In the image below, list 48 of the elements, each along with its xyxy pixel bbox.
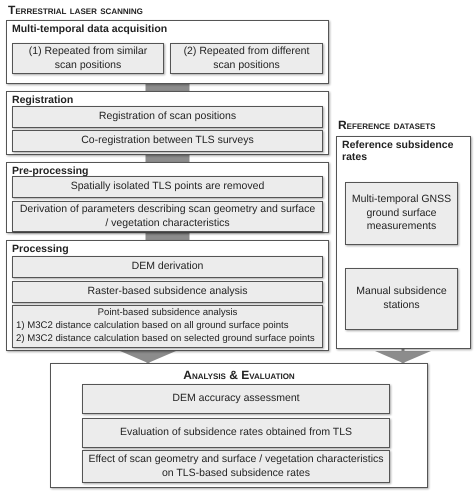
box-text: Effect of scan geometry and surface / vegetation characteristics on TLS-based subsidence rates [87,452,385,480]
box-text: Co-registration between TLS surveys [80,134,255,148]
section-heading: Pre-processing [12,165,88,178]
process-box [12,281,323,303]
list-item: 2) M3C2 distance calculation based on selected ground surface points [15,332,316,346]
box-text: (2) Repeated from different scan positions [182,44,310,72]
process-box [12,176,323,198]
box-text: (1) Repeated from similar scan positions [28,44,148,72]
section-box [6,91,329,155]
section-heading: Multi-temporal data acquisition [12,23,168,36]
group-title: Reference datasets [338,118,436,132]
process-box [82,384,390,414]
box-text: Derivation of parameters describing scan geometry and surface / vegetation characteristics [18,202,316,230]
box-text: Registration of scan positions [98,110,238,124]
section-box [6,20,329,84]
process-box [82,450,390,483]
box-text: Multi-temporal GNSS ground surface measurements [350,193,452,234]
box-text: Evaluation of subsidence rates obtained from TLS [118,426,354,440]
section-heading: Analysis & Evaluation [182,369,296,383]
process-box [12,256,323,278]
connector-bar [146,84,190,91]
box-text: Raster-based subsidence analysis [86,285,248,299]
process-box [345,268,458,330]
process-box [12,305,323,348]
process-box [345,182,458,245]
section-heading: Reference subsidence rates [342,139,454,164]
box-text: Point-based subsidence analysis [96,307,238,320]
section-heading: Registration [12,94,74,106]
section-heading: Processing [12,243,69,256]
section-box [50,363,428,488]
section-box [6,240,329,351]
process-box [170,43,323,74]
box-text: DEM derivation [130,260,204,274]
connector-bar [146,155,190,162]
process-box [12,130,323,152]
box-text: Manual subsidence stations [355,285,448,313]
group-title: Terrestrial laser scanning [8,3,143,17]
box-text: Spatially isolated TLS points are removed [70,180,266,194]
arrow [120,351,176,363]
process-box [82,418,390,448]
process-box [12,43,164,74]
box-text: DEM accuracy assessment [171,392,301,406]
arrow [375,349,431,363]
process-box [12,106,323,128]
section-box [336,136,471,349]
connector-bar [146,233,190,240]
section-box [6,162,329,233]
list-item: 1) M3C2 distance calculation based on all ground surface points [15,320,290,333]
